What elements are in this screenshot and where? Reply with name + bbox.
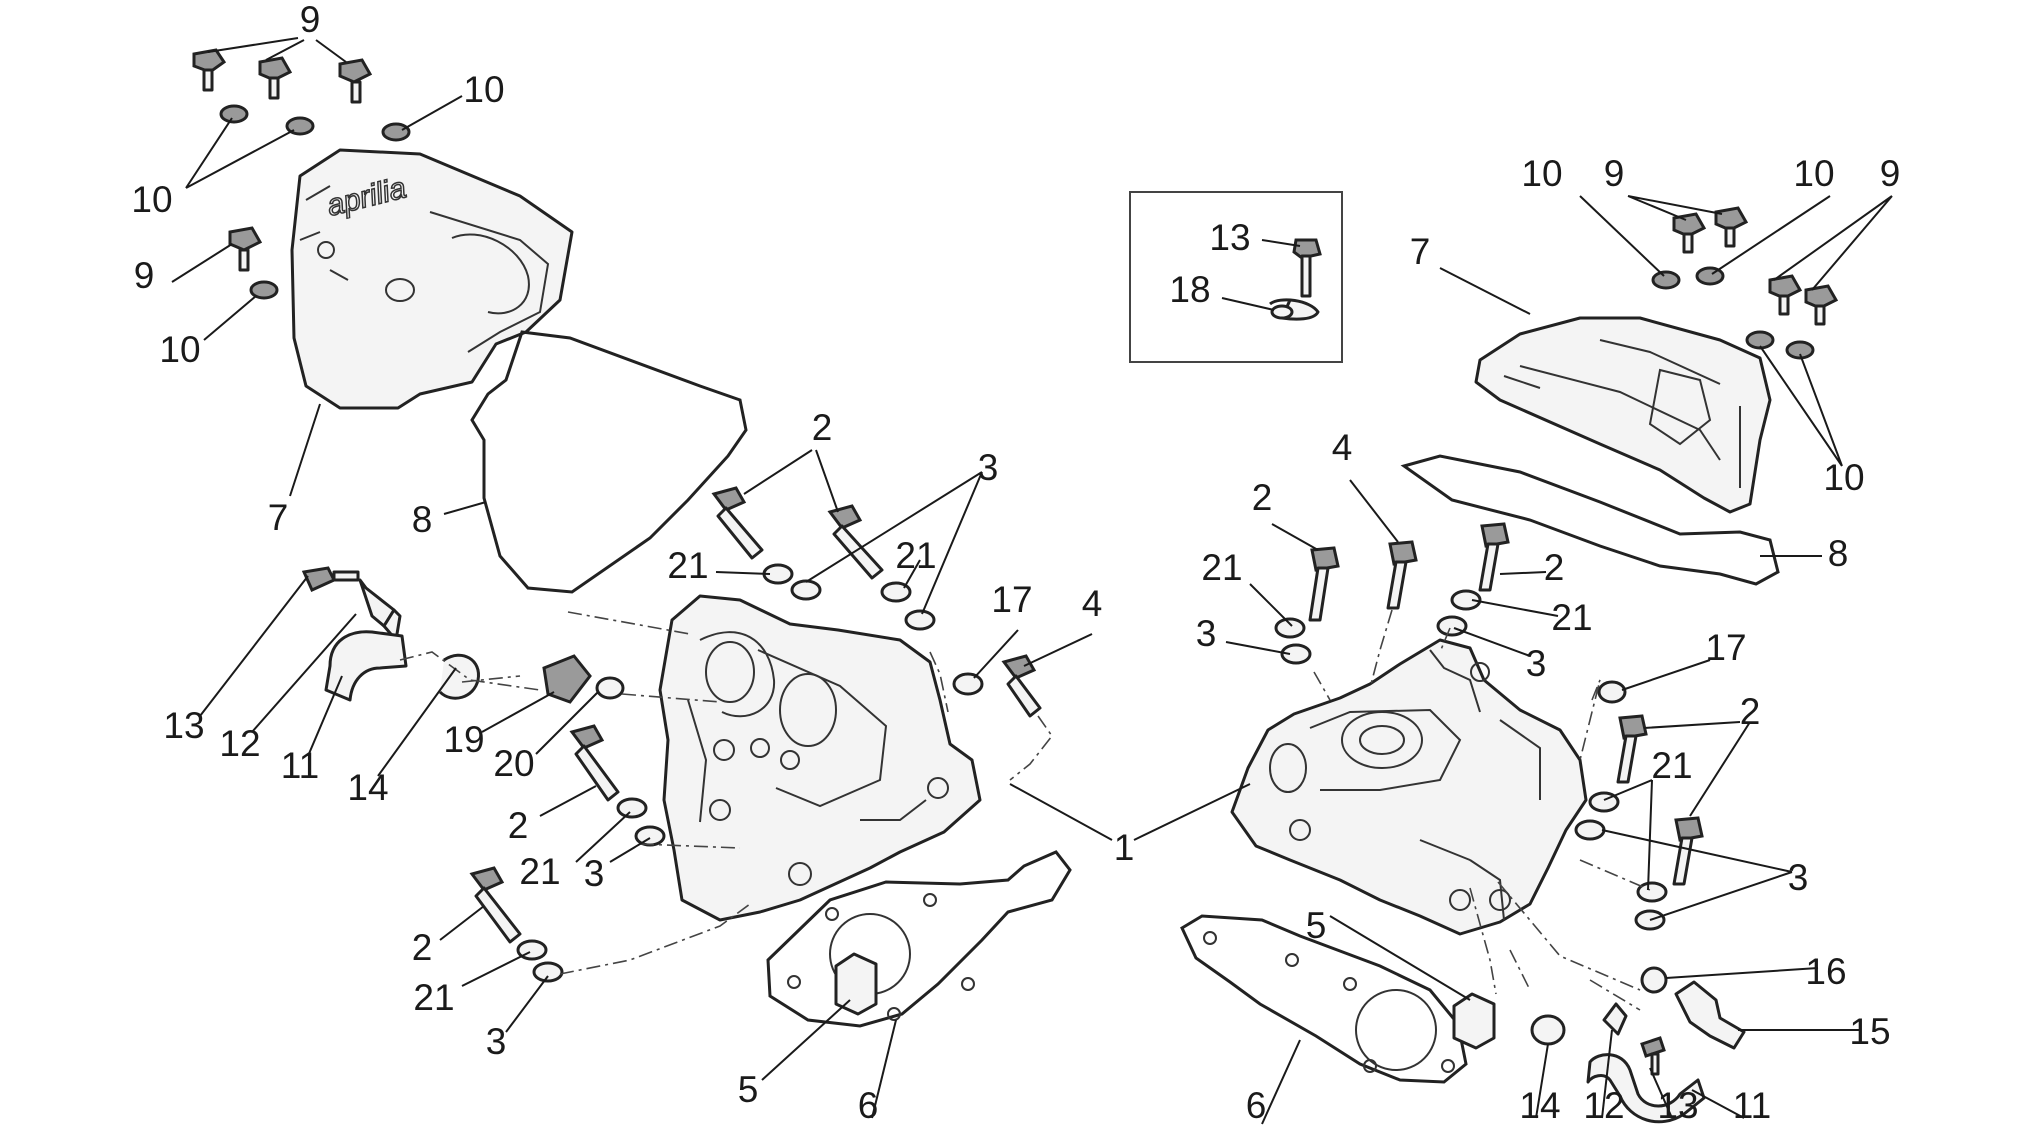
callout-label: 11 — [1733, 1085, 1771, 1126]
right-dowel-pin — [1452, 992, 1496, 1050]
right-cylinder-head — [1230, 638, 1588, 936]
detail-inset-box — [1129, 191, 1343, 363]
callout-label: 19 — [443, 719, 484, 760]
callout-label: 8 — [1828, 533, 1849, 574]
callout-label: 20 — [493, 743, 534, 784]
leader-lines — [171, 37, 1893, 1125]
callout-label: 3 — [1196, 613, 1217, 654]
right-assembly-axes — [1313, 609, 1651, 1011]
callout-label: 17 — [991, 579, 1032, 620]
callout-label: 3 — [978, 447, 999, 488]
right-valve-cover — [1474, 316, 1772, 514]
callout-label: 8 — [412, 499, 433, 540]
callout-label: 2 — [1252, 477, 1273, 518]
callout-label: 21 — [1551, 597, 1592, 638]
callout-label: 21 — [1201, 547, 1242, 588]
left-assembly-axes — [399, 611, 1053, 975]
left-valve-cover-gasket — [470, 330, 748, 594]
callout-label: 5 — [738, 1069, 759, 1110]
callout-label: 10 — [1793, 153, 1834, 194]
left-cover-bolts — [192, 48, 373, 272]
callout-label: 10 — [159, 329, 200, 370]
left-cylinder-head — [658, 594, 982, 922]
callout-label: 4 — [1082, 583, 1103, 624]
callout-label: 3 — [1526, 643, 1547, 684]
callout-label: 12 — [1583, 1085, 1624, 1126]
left-head-bolts — [469, 486, 1042, 944]
right-valve-cover-gasket — [1400, 454, 1780, 586]
callout-label: 14 — [1519, 1085, 1560, 1126]
right-cover-washers — [1651, 266, 1815, 360]
right-head-gasket — [1180, 914, 1468, 1084]
callout-label: 7 — [1410, 231, 1431, 272]
callout-label: 9 — [1604, 153, 1625, 194]
callout-label: 3 — [486, 1021, 507, 1062]
callout-label: 10 — [463, 69, 504, 110]
left-cover-washers — [219, 104, 411, 300]
callout-label: 3 — [1788, 857, 1809, 898]
callout-label: 6 — [858, 1085, 879, 1126]
right-head-bolts — [1308, 522, 1704, 886]
right-cover-bolts — [1672, 206, 1839, 326]
left-water-fitting — [301, 566, 625, 704]
callout-label: 18 — [1169, 269, 1210, 310]
callout-label: 5 — [1306, 905, 1327, 946]
callout-label: 12 — [219, 723, 260, 764]
callout-label: 14 — [347, 767, 388, 808]
callout-label: 21 — [519, 851, 560, 892]
callout-label: 2 — [508, 805, 529, 846]
callout-label: 6 — [1246, 1085, 1267, 1126]
callout-label: 21 — [1651, 745, 1692, 786]
right-water-fitting — [1530, 1002, 1706, 1124]
callout-label: 4 — [1332, 427, 1353, 468]
callout-label: 10 — [131, 179, 172, 220]
callout-label: 2 — [412, 927, 433, 968]
callout-label: 11 — [281, 745, 319, 786]
callout-label: 13 — [163, 705, 204, 746]
left-head-washers — [516, 563, 984, 983]
callout-label: 9 — [134, 255, 155, 296]
callout-label: 7 — [268, 497, 289, 538]
left-dowel-pin — [834, 952, 878, 1016]
callout-label: 13 — [1209, 217, 1250, 258]
callout-label: 2 — [812, 407, 833, 448]
callout-label: 9 — [1880, 153, 1901, 194]
callout-label: 2 — [1544, 547, 1565, 588]
callout-label: 17 — [1705, 627, 1746, 668]
callout-label: 13 — [1657, 1085, 1698, 1126]
callout-label: 15 — [1849, 1011, 1890, 1052]
callout-label: 3 — [584, 853, 605, 894]
callout-label: 16 — [1805, 951, 1846, 992]
callout-label: 21 — [895, 535, 936, 576]
callout-label: 21 — [413, 977, 454, 1018]
callout-label: 9 — [300, 0, 321, 40]
right-head-washers — [1274, 589, 1668, 931]
callout-label: 2 — [1740, 691, 1761, 732]
right-temperature-sensor — [1640, 966, 1746, 1050]
callout-label: 21 — [667, 545, 708, 586]
left-valve-cover: aprilia — [290, 148, 574, 410]
callout-label: 10 — [1823, 457, 1864, 498]
callout-label: 10 — [1521, 153, 1562, 194]
callout-label: 1 — [1114, 827, 1135, 868]
